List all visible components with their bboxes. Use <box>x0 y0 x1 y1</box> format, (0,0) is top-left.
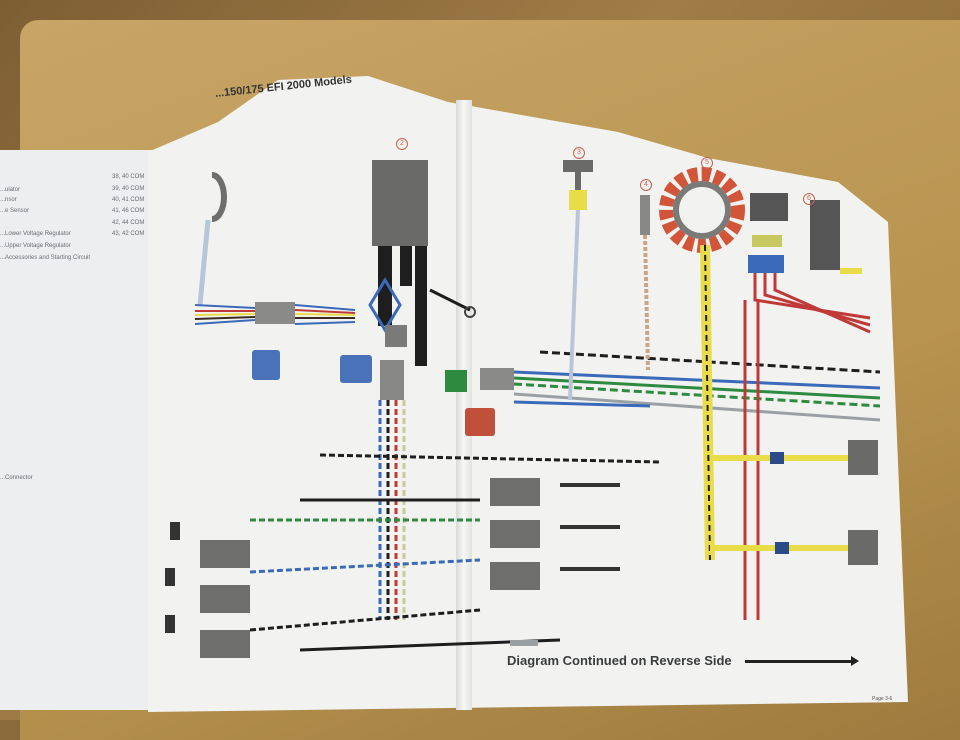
voltage-regulator-upper <box>710 440 878 475</box>
stator <box>659 167 745 561</box>
index-label: ...Connector <box>0 475 33 481</box>
index-label: ...Lower Voltage Regulator <box>0 231 71 237</box>
index-label: ...ulator <box>0 187 21 193</box>
callout-3: 3 <box>573 147 585 159</box>
index-ref: 43, 42 COM <box>112 231 145 237</box>
callout-6: 6 <box>803 193 815 205</box>
timing-sensor <box>197 172 227 306</box>
index-ref: 41, 46 COM <box>112 208 145 214</box>
main-harness <box>445 350 881 436</box>
ignition-coils-left <box>165 522 250 658</box>
page-gutter <box>456 100 472 710</box>
arrow-right-icon <box>745 656 859 666</box>
voltage-regulator-lower <box>710 530 878 565</box>
rectifier-fuses <box>743 193 871 620</box>
index-label: ...Upper Voltage Regulator <box>0 243 71 249</box>
callout-2: 2 <box>396 138 408 150</box>
ecu-module <box>340 160 476 400</box>
index-ref: 39, 40 COM <box>112 186 145 192</box>
fuse-holder <box>510 640 538 646</box>
sensor-3 <box>563 160 593 401</box>
sensor-4 <box>640 195 650 371</box>
index-label: ...e Sensor <box>0 208 30 214</box>
callout-4: 4 <box>640 179 652 191</box>
diagram-continued-note: Diagram Continued on Reverse Side <box>507 653 732 668</box>
index-label: ...nsor <box>0 197 17 203</box>
ignition-coils-right <box>490 478 620 590</box>
index-ref: 40, 41 COM <box>112 197 145 203</box>
index-ref: 42, 44 COM <box>112 220 145 226</box>
page-number: Page 3-6 <box>872 696 893 702</box>
sensor-harness <box>194 302 356 380</box>
index-ref: 38, 40 COM <box>112 174 145 180</box>
wiring-diagram <box>165 160 881 658</box>
injector-harness <box>249 400 661 652</box>
callout-5: 5 <box>701 157 713 169</box>
starter-motor <box>810 200 862 274</box>
index-label: ...Accessories and Starting Circuit <box>0 255 91 261</box>
